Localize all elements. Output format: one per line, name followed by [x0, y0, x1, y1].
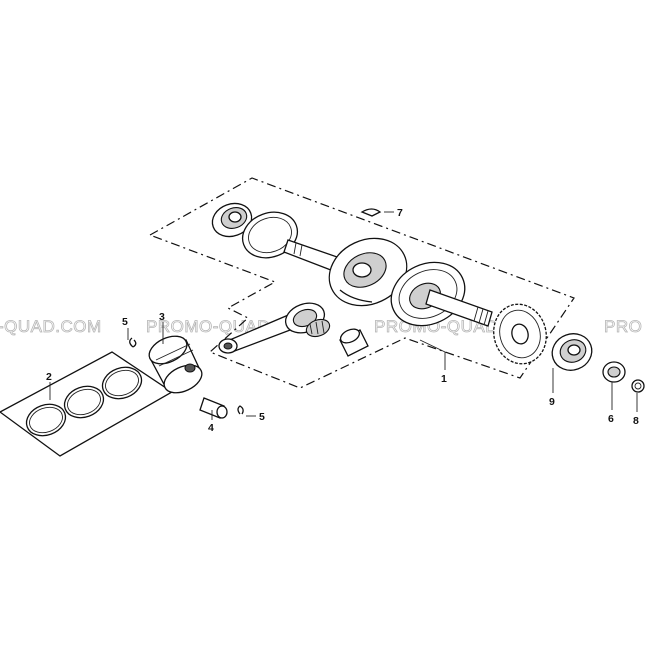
- needle-bearing: [305, 318, 331, 338]
- woodruff-key: [360, 208, 382, 217]
- callout-labels: 7 1 2 3 5 4 5 9 6 8: [46, 207, 639, 434]
- right-main-bearing: [551, 333, 593, 371]
- callout-7: 7: [397, 207, 403, 219]
- callout-2: 2: [46, 371, 52, 383]
- left-crank-web: [328, 237, 408, 307]
- piston: [148, 335, 203, 394]
- crank-pin: [339, 328, 369, 357]
- crankshaft-group-boundary: [148, 177, 575, 389]
- watermark-text-1: -QUAD.COM: [0, 317, 102, 336]
- oil-seal: [602, 361, 626, 383]
- circlip-lower: [237, 405, 244, 415]
- piston-rings: [25, 366, 143, 437]
- callout-5-lower: 5: [259, 411, 265, 423]
- circlip-upper: [129, 337, 137, 348]
- piston-pin: [199, 397, 228, 419]
- crank-oring: [241, 211, 299, 259]
- callout-4: 4: [208, 422, 214, 434]
- timing-gear: [493, 303, 547, 365]
- callout-5-upper: 5: [122, 316, 128, 328]
- washer: [631, 379, 645, 393]
- callout-8: 8: [633, 415, 639, 427]
- callout-9: 9: [549, 396, 555, 408]
- callout-3: 3: [159, 311, 165, 323]
- watermark-text-4: PRO: [604, 317, 642, 336]
- callout-6: 6: [608, 413, 614, 425]
- crankshaft-right-shaft: [425, 289, 493, 327]
- left-main-bearing: [211, 202, 253, 238]
- leader-lines: [49, 211, 638, 420]
- callout-1: 1: [441, 373, 447, 385]
